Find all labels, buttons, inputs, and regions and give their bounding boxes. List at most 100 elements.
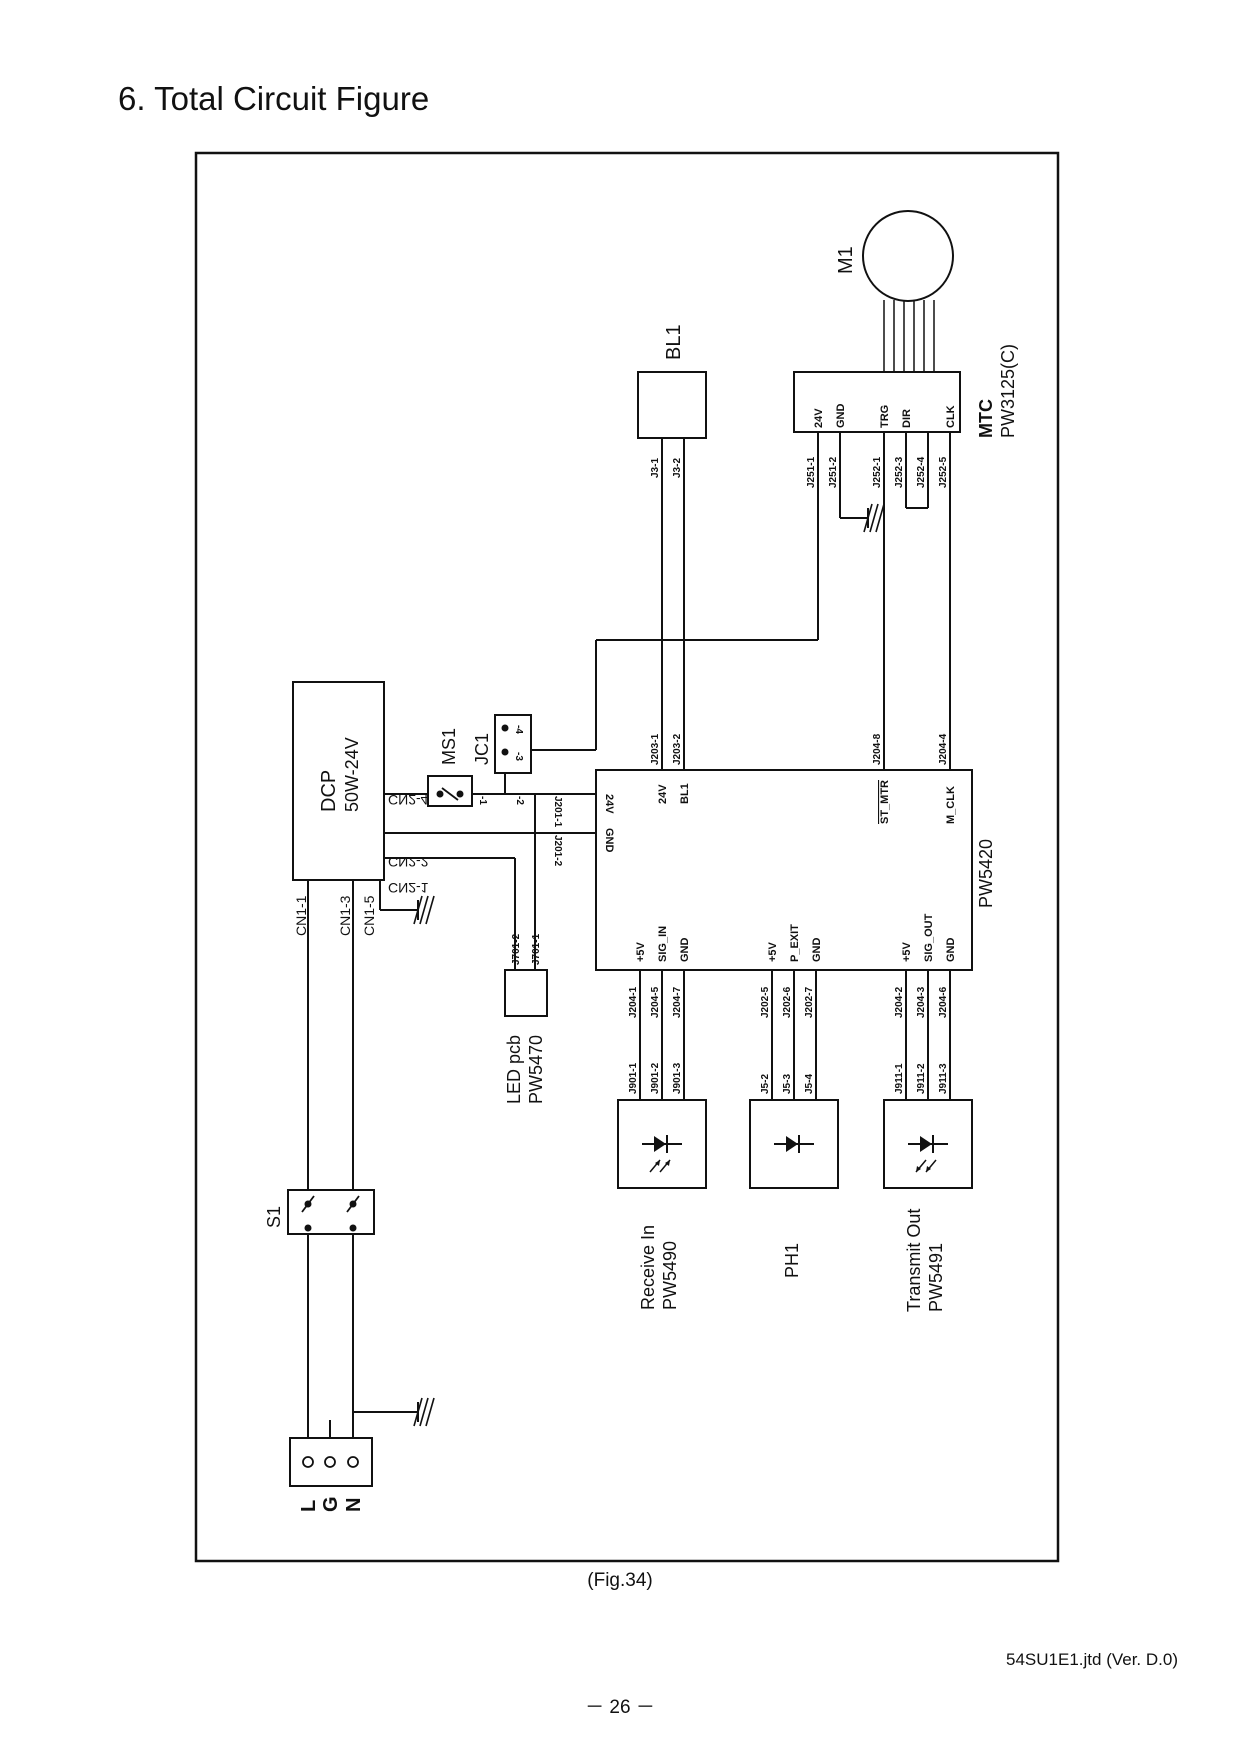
- power-connector: L G N: [289, 1437, 373, 1512]
- ground-icon: [863, 503, 885, 533]
- led-pcb-model: PW5470: [526, 1035, 546, 1104]
- blower-bl1: BL1 J3-1 J3-2: [637, 324, 707, 478]
- j203-1-label: J203-1: [650, 733, 661, 765]
- j252-1-label: J252-1: [872, 456, 883, 488]
- mtc-name: MTC: [976, 399, 996, 438]
- j911-2-label: J911-2: [916, 1063, 927, 1094]
- dcp-cn1-1: CN1-1: [293, 895, 309, 936]
- dcp-cn2-2: CN2-2: [388, 854, 429, 870]
- motor-controller-mtc: 24V GND TRG DIR CLK MTC PW3125(C) J251-1…: [793, 344, 1018, 488]
- power-label-g: G: [320, 1496, 342, 1512]
- tx-sig-out: SIG_OUT: [923, 913, 935, 962]
- pe-sig-5v: +5V: [767, 941, 779, 962]
- diagram-frame: [194, 151, 1060, 1563]
- j901-2-label: J901-2: [650, 1062, 661, 1094]
- j204-1-label: J204-1: [628, 986, 639, 1018]
- board-24v: 24V: [657, 784, 669, 804]
- ms1-pin1: -1: [477, 796, 488, 805]
- receive-in-name: Receive In: [638, 1225, 658, 1310]
- power-label-n: N: [343, 1498, 365, 1512]
- j911-3-label: J911-3: [938, 1063, 949, 1094]
- mtc-sig-clk: CLK: [945, 405, 957, 428]
- ground-icon: [413, 895, 435, 925]
- dcp-power-supply: DCP 50W-24V CN1-1 CN1-3 CN1-5 CN2-4 CN2-…: [292, 681, 429, 936]
- j252-3-label: J252-3: [894, 456, 905, 488]
- j204-6-label: J204-6: [938, 986, 949, 1018]
- page-number: － 26 －: [585, 1697, 655, 1718]
- switch-ms1: MS1 -1 -2: [427, 728, 525, 807]
- j251-1-label: J251-1: [806, 456, 817, 488]
- ms1-pin2: -2: [514, 796, 525, 805]
- j202-7-label: J202-7: [804, 986, 815, 1018]
- transmit-out-model: PW5491: [926, 1243, 946, 1312]
- m1-name: M1: [835, 246, 857, 274]
- dcp-cn1-3: CN1-3: [337, 895, 353, 936]
- j5-2-label: J5-2: [760, 1074, 771, 1094]
- j204-5-label: J204-5: [650, 986, 661, 1018]
- motor-m1: M1: [835, 210, 954, 302]
- board-bl1: BL1: [679, 783, 691, 804]
- j201-1-label: J201-1: [552, 796, 563, 828]
- j202-6-label: J202-6: [782, 986, 793, 1018]
- j203-2-label: J203-2: [672, 733, 683, 765]
- led-pcb: J701-2 J701-1 LED pcb PW5470: [504, 933, 548, 1104]
- bl1-name: BL1: [663, 324, 685, 360]
- jc1-name: JC1: [472, 733, 492, 765]
- mtc-sig-gnd: GND: [835, 404, 847, 429]
- dcp-cn2-1: CN2-1: [388, 880, 429, 896]
- board-24v-left: 24V: [603, 794, 615, 814]
- document-id: 54SU1E1.jtd (Ver. D.0): [1006, 1650, 1178, 1669]
- j252-4-label: J252-4: [916, 456, 927, 488]
- j5-4-label: J5-4: [804, 1074, 815, 1094]
- ms1-name: MS1: [439, 728, 459, 765]
- dcp-cn2-4: CN2-4: [388, 792, 429, 808]
- s1-label: S1: [264, 1206, 284, 1228]
- j204-4-label: J204-4: [938, 733, 949, 765]
- led-pcb-name: LED pcb: [504, 1035, 524, 1104]
- j701-2-label: J701-2: [511, 933, 522, 965]
- figure-caption: (Fig.34): [587, 1570, 653, 1591]
- board-st-mtr: ST_MTR: [879, 780, 891, 824]
- dcp-name: DCP: [318, 770, 340, 812]
- j251-2-label: J251-2: [828, 456, 839, 488]
- recv-sig-in: SIG_IN: [657, 926, 669, 962]
- j901-3-label: J901-3: [672, 1062, 683, 1094]
- dcp-rating: 50W-24V: [342, 737, 362, 812]
- j3-2-label: J3-2: [672, 458, 683, 478]
- photo-sensor-ph1: J5-2 J5-3 J5-4 PH1: [749, 1074, 839, 1278]
- tx-sig-gnd: GND: [945, 938, 957, 963]
- main-board-name: PW5420: [976, 839, 996, 908]
- ph1-name: PH1: [782, 1243, 802, 1278]
- j901-1-label: J901-1: [628, 1062, 639, 1094]
- dcp-cn1-5: CN1-5: [361, 895, 377, 936]
- page-title: 6. Total Circuit Figure: [118, 80, 430, 117]
- j204-8-label: J204-8: [872, 733, 883, 765]
- transmit-out-sensor: J911-1 J911-2 J911-3 Transmit Out PW5491: [883, 1063, 973, 1312]
- jc1-pin4: -4: [513, 725, 524, 734]
- mtc-model: PW3125(C): [998, 344, 1018, 438]
- transmit-out-name: Transmit Out: [904, 1209, 924, 1312]
- j204-7-label: J204-7: [672, 986, 683, 1018]
- junction-jc1: JC1 -4 -3: [472, 714, 532, 774]
- j204-2-label: J204-2: [894, 986, 905, 1018]
- j5-3-label: J5-3: [782, 1074, 793, 1094]
- recv-sig-5v: +5V: [635, 941, 647, 962]
- ground-icon: [413, 1397, 435, 1427]
- jc1-pin3: -3: [513, 752, 524, 761]
- switch-s1: S1: [264, 1189, 375, 1235]
- receive-in-sensor: J901-1 J901-2 J901-3 Receive In PW5490: [617, 1062, 707, 1310]
- pe-sig-exit: P_EXIT: [789, 924, 801, 962]
- board-gnd-left: GND: [603, 828, 615, 853]
- recv-sig-gnd: GND: [679, 938, 691, 963]
- power-label-l: L: [298, 1500, 320, 1512]
- main-board-pw5420: PW5420 J201-1 J201-2 24V GND 24V BL1 ST_…: [552, 733, 996, 1018]
- j201-2-label: J201-2: [552, 835, 563, 867]
- mtc-sig-dir: DIR: [901, 409, 913, 428]
- wires: [307, 300, 951, 1438]
- mtc-sig-trg: TRG: [879, 405, 891, 428]
- j204-3-label: J204-3: [916, 986, 927, 1018]
- j3-1-label: J3-1: [650, 458, 661, 478]
- mtc-sig-24v: 24V: [813, 408, 825, 428]
- board-m-clk: M_CLK: [945, 786, 957, 824]
